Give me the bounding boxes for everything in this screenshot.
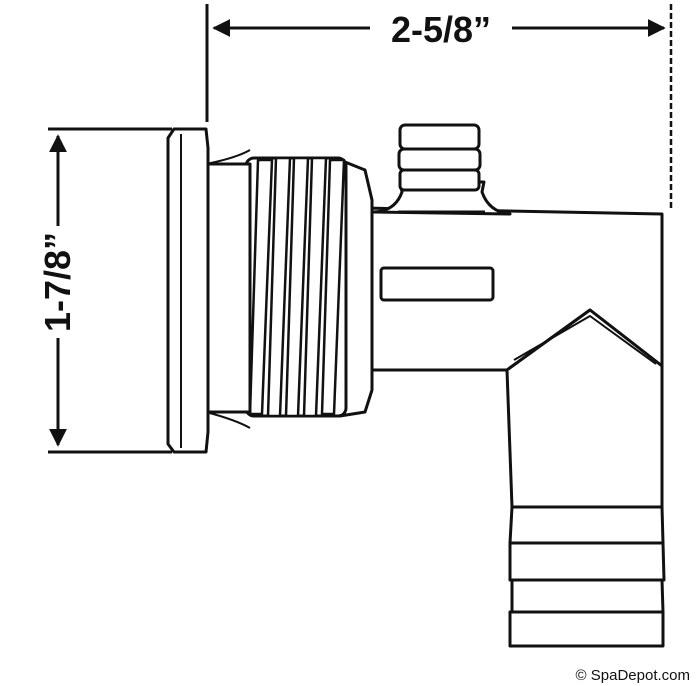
width-label: 2-5/8”	[391, 9, 491, 50]
height-label: 1-7/8”	[37, 232, 78, 332]
body-slot	[379, 266, 495, 302]
flange-neck	[204, 162, 252, 414]
top-barb	[370, 123, 512, 216]
elbow-pipe	[505, 308, 664, 509]
part-drawing	[166, 123, 666, 648]
flange-fillet	[205, 149, 251, 429]
height-dimension: 1-7/8”	[37, 127, 172, 454]
flange	[166, 127, 210, 454]
width-dimension: 2-5/8”	[205, 4, 673, 210]
bottom-barb	[508, 505, 666, 648]
thread-ridges	[248, 156, 346, 418]
elbow-seam	[513, 315, 657, 365]
copyright-credit: © SpaDepot.com	[576, 667, 690, 684]
